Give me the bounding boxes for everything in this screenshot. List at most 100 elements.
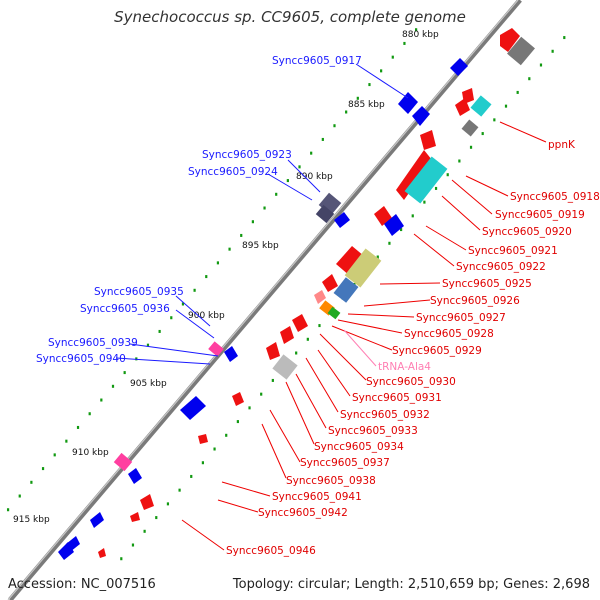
- kbp-label: 900 kbp: [188, 311, 225, 321]
- tick-dot: [213, 447, 216, 451]
- gene-label: Syncc9605_0942: [258, 507, 348, 519]
- gene-block[interactable]: [461, 119, 479, 137]
- gene-arrow[interactable]: [224, 346, 238, 362]
- tick-dot: [446, 173, 449, 177]
- tick-dot: [53, 453, 56, 457]
- tick-dot: [563, 36, 566, 40]
- gene-arrow[interactable]: [232, 392, 244, 406]
- tick-dot: [376, 255, 379, 259]
- gene-arrow[interactable]: [500, 28, 520, 52]
- tick-dot: [391, 55, 394, 59]
- gene-arrow[interactable]: [90, 512, 104, 528]
- gene-label: Syncc9605_0923: [202, 149, 292, 161]
- gene-arrow[interactable]: [450, 58, 468, 76]
- gene-arrow[interactable]: [455, 98, 470, 116]
- tick-dot: [41, 467, 45, 471]
- gene-label: Syncc9605_0924: [188, 166, 278, 178]
- gene-arrow[interactable]: [384, 214, 404, 236]
- gene-label: Syncc9605_0940: [36, 353, 126, 365]
- tick-dot: [469, 145, 473, 149]
- tick-dot: [345, 110, 348, 114]
- kbp-label: 910 kbp: [72, 448, 109, 458]
- kbp-label: 880 kbp: [402, 30, 439, 40]
- tick-dot: [493, 118, 496, 122]
- gene-label: Syncc9605_0927: [416, 312, 506, 324]
- gene-arrow[interactable]: [128, 468, 142, 484]
- tick-dot: [399, 228, 403, 232]
- tick-dot: [539, 63, 543, 67]
- gene-label: Syncc9605_0917: [272, 55, 362, 67]
- gene-block[interactable]: [333, 277, 359, 303]
- map-title: Synechococcus sp. CC9605, complete genom…: [114, 8, 466, 26]
- gene-arrow[interactable]: [314, 290, 326, 304]
- gene-label: Syncc9605_0933: [328, 425, 418, 437]
- gene-arrow[interactable]: [322, 274, 338, 292]
- gene-arrow[interactable]: [98, 548, 106, 558]
- tick-dot: [251, 220, 254, 224]
- tick-dot: [321, 137, 324, 141]
- tick-dot: [123, 371, 126, 375]
- tick-track-outer-left: [6, 28, 566, 561]
- gene-arrow[interactable]: [396, 150, 432, 200]
- tick-dot: [388, 241, 391, 245]
- tick-dot: [30, 480, 33, 484]
- tick-dot: [178, 488, 181, 492]
- gene-arrow[interactable]: [130, 512, 140, 522]
- gene-label: Syncc9605_0922: [456, 261, 546, 273]
- gene-label: Syncc9605_0925: [442, 278, 532, 290]
- gene-arrow[interactable]: [334, 212, 350, 228]
- gene-arrow[interactable]: [266, 342, 280, 360]
- tick-dot: [286, 179, 289, 183]
- gene-label: Syncc9605_0939: [48, 337, 138, 349]
- features-right: [98, 28, 535, 558]
- tick-dot: [240, 233, 243, 237]
- gene-arrow[interactable]: [412, 106, 430, 126]
- gene-arrow[interactable]: [140, 494, 154, 510]
- tick-dot: [318, 324, 321, 328]
- gene-label: Syncc9605_0920: [482, 226, 572, 238]
- trna-label: tRNA-Ala4: [378, 361, 431, 373]
- gene-block[interactable]: [507, 36, 535, 66]
- tick-dot: [333, 124, 336, 128]
- tick-dot: [411, 214, 414, 218]
- gene-arrow[interactable]: [374, 206, 392, 226]
- gene-block[interactable]: [315, 204, 335, 224]
- tick-dot: [306, 337, 309, 341]
- gene-label: ppnK: [548, 139, 576, 151]
- kbp-label: 895 kbp: [242, 241, 279, 251]
- tick-dot: [65, 439, 68, 443]
- tick-dot: [263, 206, 266, 210]
- gene-block[interactable]: [344, 248, 382, 288]
- gene-arrow[interactable]: [336, 246, 364, 276]
- tick-dot: [131, 543, 135, 547]
- gene-block[interactable]: [272, 354, 298, 380]
- trna-block[interactable]: [113, 452, 133, 472]
- genome-backbone-highlight: [7, 0, 519, 600]
- gene-arrow[interactable]: [420, 130, 436, 150]
- gene-arrow[interactable]: [198, 434, 208, 444]
- tick-dot: [76, 425, 80, 429]
- gene-block[interactable]: [470, 95, 492, 117]
- kbp-label: 905 kbp: [130, 379, 167, 389]
- gene-label: Syncc9605_0921: [468, 245, 558, 257]
- tick-dot: [193, 288, 196, 292]
- gene-block[interactable]: [327, 306, 341, 320]
- gene-label: Syncc9605_0938: [286, 475, 376, 487]
- gene-label: Syncc9605_0931: [352, 392, 442, 404]
- tick-dot: [275, 192, 278, 196]
- tick-dot: [225, 433, 228, 437]
- gene-arrow[interactable]: [180, 396, 206, 420]
- gene-block[interactable]: [404, 156, 448, 204]
- gene-label: Syncc9605_0941: [272, 491, 362, 503]
- tick-dot: [248, 406, 251, 410]
- trna-block[interactable]: [208, 341, 224, 357]
- gene-arrow[interactable]: [398, 92, 418, 114]
- gene-arrow[interactable]: [280, 326, 294, 344]
- gene-label: Syncc9605_0930: [366, 376, 456, 388]
- gene-arrow[interactable]: [292, 314, 308, 332]
- gene-arrow[interactable]: [66, 536, 80, 552]
- tick-dot: [120, 557, 123, 561]
- genome-summary: Topology: circular; Length: 2,510,659 bp…: [232, 577, 590, 592]
- tick-dot: [166, 502, 170, 506]
